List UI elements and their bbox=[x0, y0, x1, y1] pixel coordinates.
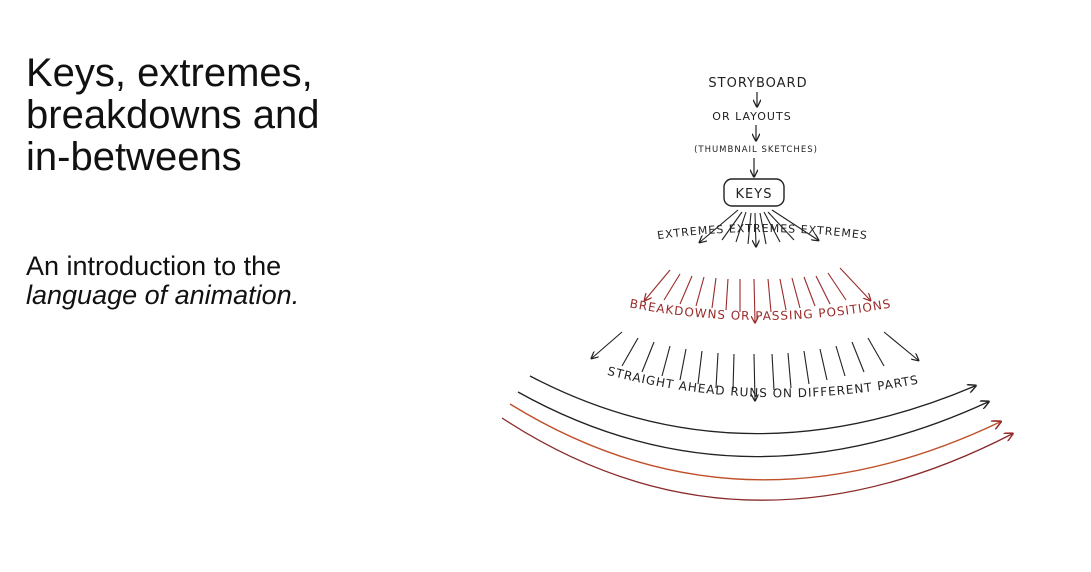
step-thumbnails: (THUMBNAIL SKETCHES) bbox=[694, 145, 818, 155]
run-arc-3 bbox=[509, 403, 1000, 481]
subtitle-line-1: An introduction to the bbox=[26, 251, 282, 281]
straight-ahead-label: STRAIGHT AHEAD RUNS ON DIFFERENT PARTS bbox=[606, 364, 920, 400]
title-line-3: in-betweens bbox=[26, 135, 242, 179]
breakdowns-text: BREAKDOWNS OR PASSING POSITIONS bbox=[629, 296, 892, 323]
subtitle-line-2: language of animation. bbox=[26, 280, 300, 310]
extremes-fan-arrows bbox=[645, 267, 870, 322]
keys-label: KEYS bbox=[736, 187, 773, 202]
step-storyboard: STORYBOARD bbox=[708, 76, 807, 91]
straight-ahead-text: STRAIGHT AHEAD RUNS ON DIFFERENT PARTS bbox=[606, 364, 919, 400]
extremes-text: EXTREMES EXTREMES EXTREMES bbox=[656, 222, 867, 242]
extremes-label: EXTREMES EXTREMES EXTREMES bbox=[656, 222, 868, 242]
breakdowns-fan-arrows bbox=[592, 331, 918, 400]
run-arc-1 bbox=[529, 375, 975, 435]
run-arc-4 bbox=[501, 417, 1012, 501]
animation-hierarchy-diagram: STORYBOARD OR LAYOUTS (THUMBNAIL SKETCHE… bbox=[501, 76, 1030, 501]
slide-subtitle: An introduction to the language of anima… bbox=[26, 252, 386, 310]
step-layouts: OR LAYOUTS bbox=[712, 110, 791, 123]
slide-title: Keys, extremes, breakdowns and in-betwee… bbox=[26, 52, 386, 178]
keys-fan-arrows bbox=[700, 209, 818, 246]
title-line-1: Keys, extremes, bbox=[26, 51, 313, 95]
keys-box bbox=[723, 178, 785, 207]
title-line-2: breakdowns and bbox=[26, 93, 320, 137]
breakdowns-label: BREAKDOWNS OR PASSING POSITIONS bbox=[629, 296, 893, 323]
run-arc-2 bbox=[517, 391, 988, 458]
